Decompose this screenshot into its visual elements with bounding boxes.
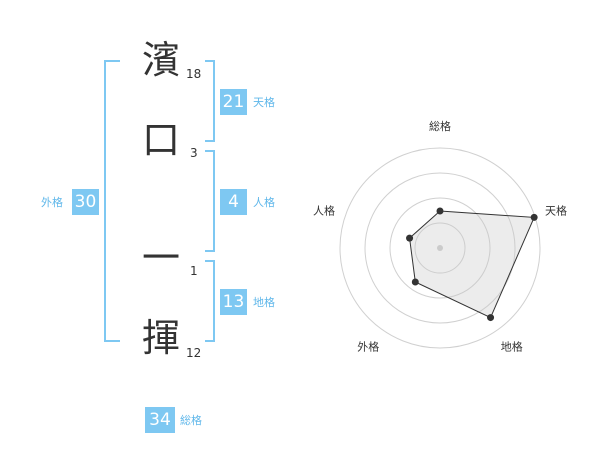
radar-center [437,245,443,251]
chikaku-value: 13 [220,289,247,315]
stroke-count-4: 12 [186,346,202,360]
radar-point-2 [530,213,538,221]
radar-ring [414,222,466,274]
chikaku-label: 地格 [253,296,275,309]
radar-point-1 [436,207,444,215]
jinkaku-label: 人格 [253,196,275,209]
radar-point-4 [411,278,419,286]
radar-ring [339,147,541,349]
radar-rings [339,147,541,349]
tenkaku-bracket [205,60,215,142]
soukaku-label: 総格 [180,414,202,427]
radar-axis-label: 地格 [501,340,523,354]
gaikaku-label: 外格 [41,196,63,209]
radar-axis-label: 外格 [357,340,379,354]
name-char-2: 口 [141,118,180,162]
radar-axis-label: 天格 [545,203,567,217]
soukaku-value: 34 [145,407,175,433]
radar-ring [364,172,516,324]
jinkaku-bracket [205,150,215,252]
radar-point-3 [487,314,495,322]
radar-ring [389,197,491,299]
stroke-count-3: 1 [190,264,198,278]
name-char-1: 濱 [141,38,180,82]
name-char-3: 一 [141,236,180,280]
stroke-count-1: 18 [186,67,202,81]
radar-axis-label: 総格 [429,119,451,133]
gaikaku-bracket [104,60,120,342]
radar-axis-label: 人格 [313,203,335,217]
radar-polygon [409,210,535,319]
tenkaku-value: 21 [220,89,247,115]
name-char-4: 揮 [141,316,180,360]
radar-point-5 [406,234,414,242]
tenkaku-label: 天格 [253,96,275,109]
stroke-count-2: 3 [190,146,198,160]
chikaku-bracket [205,260,215,342]
radar-shape [406,207,538,322]
gaikaku-value: 30 [72,189,99,215]
jinkaku-value: 4 [220,189,247,215]
